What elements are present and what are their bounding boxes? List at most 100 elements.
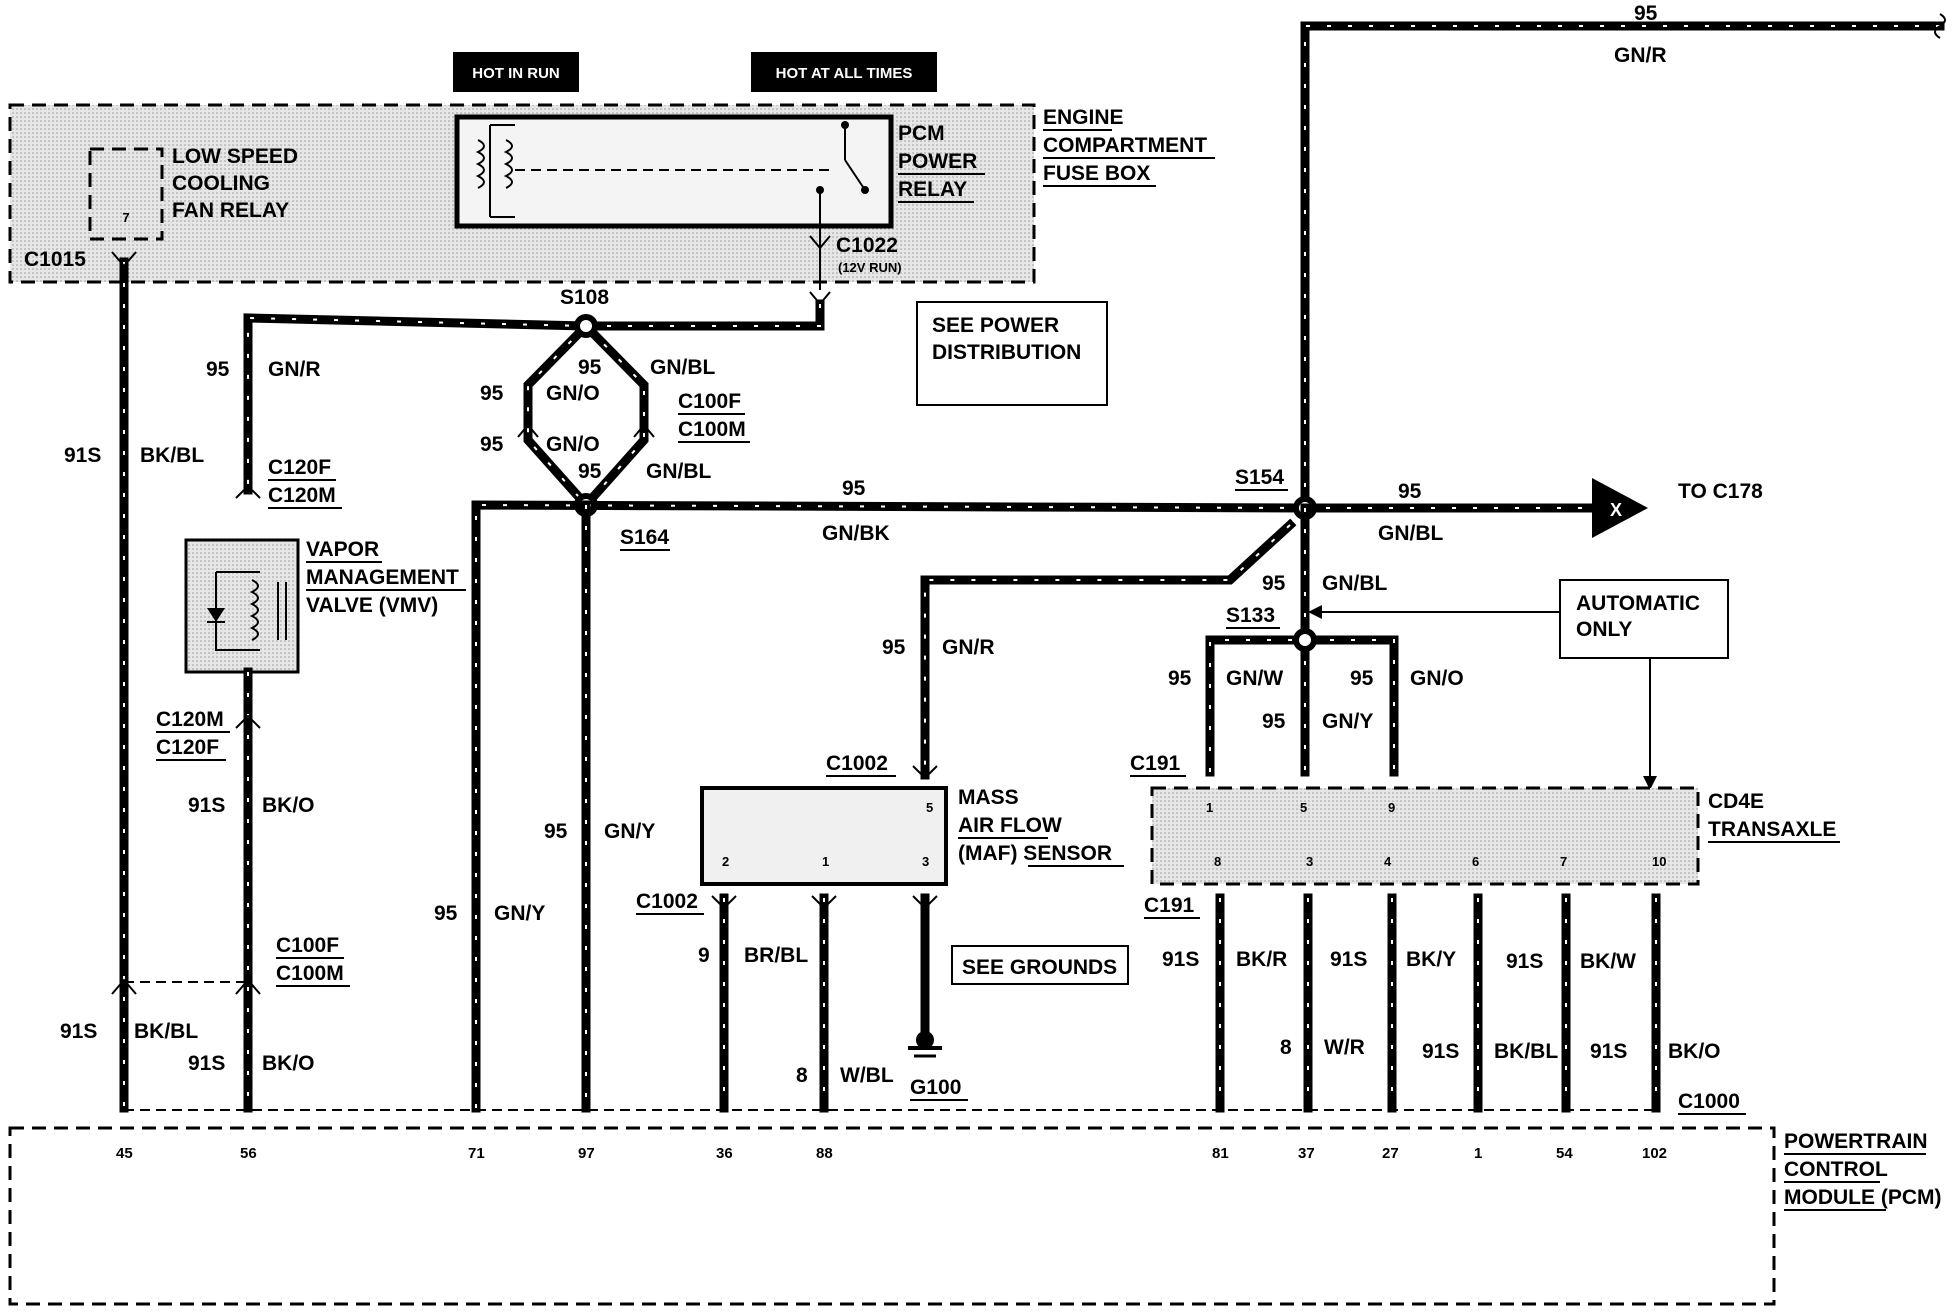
svg-text:AIR FLOW: AIR FLOW [958, 814, 1062, 837]
vmv-feed-labels: 95 GN/R C120F C120M [206, 358, 342, 509]
svg-text:9: 9 [698, 944, 710, 967]
svg-text:BK/W: BK/W [1580, 950, 1636, 973]
svg-text:S108: S108 [560, 286, 609, 309]
svg-text:GN/Y: GN/Y [604, 820, 655, 843]
svg-text:PCM: PCM [898, 122, 945, 145]
wire-gn-bk-bus: 95 GN/BK [471, 477, 1307, 1113]
wire-w-bl-88: 8 W/BL [796, 893, 894, 1113]
svg-text:POWERTRAIN: POWERTRAIN [1784, 1130, 1928, 1153]
svg-text:C1015: C1015 [24, 248, 86, 271]
svg-text:TO C178: TO C178 [1678, 480, 1763, 503]
svg-text:G100: G100 [910, 1076, 961, 1099]
svg-text:95: 95 [842, 477, 866, 500]
svg-text:1: 1 [822, 854, 829, 869]
svg-text:W/BL: W/BL [840, 1064, 894, 1087]
svg-text:95: 95 [1350, 667, 1374, 690]
svg-text:95: 95 [206, 358, 230, 381]
svg-text:C1002: C1002 [636, 890, 698, 913]
svg-text:91S: 91S [188, 1052, 225, 1075]
svg-text:C100M: C100M [276, 962, 344, 985]
svg-text:TRANSAXLE: TRANSAXLE [1708, 818, 1836, 841]
header-hot-at-all-times: HOT AT ALL TIMES [751, 52, 937, 92]
svg-text:4: 4 [1384, 854, 1392, 869]
svg-text:ONLY: ONLY [1576, 618, 1632, 641]
svg-text:BK/O: BK/O [262, 794, 315, 817]
svg-text:8: 8 [1214, 854, 1221, 869]
cd4e-transaxle: 1 5 9 8 3 4 6 7 10 CD4E TRANSAXLE C191 C… [1130, 752, 1840, 919]
svg-text:BK/Y: BK/Y [1406, 948, 1456, 971]
svg-text:C191: C191 [1144, 894, 1195, 917]
svg-text:(12V RUN): (12V RUN) [838, 260, 902, 275]
svg-text:8: 8 [796, 1064, 808, 1087]
wire-top-gn-r: 95 GN/R [1300, 2, 1946, 513]
svg-text:MODULE (PCM): MODULE (PCM) [1784, 1186, 1941, 1209]
svg-text:95: 95 [544, 820, 568, 843]
svg-text:BK/BL: BK/BL [1494, 1040, 1558, 1063]
svg-text:RELAY: RELAY [898, 178, 967, 201]
svg-text:CD4E: CD4E [1708, 790, 1764, 813]
svg-text:CONTROL: CONTROL [1784, 1158, 1888, 1181]
automatic-only-box: AUTOMATIC ONLY [1308, 579, 1729, 790]
svg-text:102: 102 [1642, 1145, 1667, 1162]
low-speed-cooling-fan-relay: 7 LOW SPEED COOLING FAN RELAY [88, 145, 298, 241]
svg-text:S154: S154 [1235, 466, 1284, 489]
pcm-power-relay: PCM POWER RELAY [454, 114, 985, 229]
svg-text:VALVE (VMV): VALVE (VMV) [306, 594, 438, 617]
svg-text:GN/BK: GN/BK [822, 522, 890, 545]
see-power-distribution-box: SEE POWER DISTRIBUTION [916, 301, 1108, 406]
svg-text:95: 95 [578, 356, 602, 379]
svg-text:C100F: C100F [678, 390, 741, 413]
svg-text:GN/R: GN/R [268, 358, 321, 381]
svg-text:AUTOMATIC: AUTOMATIC [1576, 592, 1700, 615]
svg-text:91S: 91S [1162, 948, 1199, 971]
svg-text:C120F: C120F [268, 456, 331, 479]
svg-text:7: 7 [122, 210, 129, 225]
svg-text:95: 95 [480, 433, 504, 456]
svg-text:1: 1 [1206, 800, 1213, 815]
svg-text:95: 95 [882, 636, 906, 659]
wire-bk-bl-45: 91S BK/BL 91S BK/BL [60, 251, 204, 1113]
svg-text:BK/O: BK/O [1668, 1040, 1721, 1063]
svg-text:91S: 91S [188, 794, 225, 817]
svg-text:C1002: C1002 [826, 752, 888, 775]
svg-text:91S: 91S [64, 444, 101, 467]
svg-text:S164: S164 [620, 526, 669, 549]
svg-text:95: 95 [1398, 480, 1422, 503]
svg-text:LOW SPEED: LOW SPEED [172, 145, 298, 168]
svg-text:5: 5 [1300, 800, 1307, 815]
svg-text:36: 36 [716, 1145, 733, 1162]
svg-text:FUSE BOX: FUSE BOX [1043, 162, 1150, 185]
svg-text:81: 81 [1212, 1145, 1229, 1162]
c1002-lower: C1002 [636, 890, 938, 915]
svg-text:91S: 91S [1590, 1040, 1627, 1063]
connector-c1022: C1022 (12V RUN) [809, 226, 902, 306]
svg-text:SEE POWER: SEE POWER [932, 314, 1059, 337]
svg-text:GN/O: GN/O [546, 382, 600, 405]
svg-text:27: 27 [1382, 1145, 1399, 1162]
svg-text:C191: C191 [1130, 752, 1181, 775]
svg-text:S133: S133 [1226, 604, 1275, 627]
svg-text:95: 95 [1634, 2, 1658, 25]
svg-text:BK/R: BK/R [1236, 948, 1287, 971]
svg-text:95: 95 [1168, 667, 1192, 690]
svg-text:GN/Y: GN/Y [494, 902, 545, 925]
svg-text:POWER: POWER [898, 150, 977, 173]
svg-text:91S: 91S [1422, 1040, 1459, 1063]
svg-text:6: 6 [1472, 854, 1479, 869]
svg-text:COMPARTMENT: COMPARTMENT [1043, 134, 1207, 157]
svg-text:C120M: C120M [156, 708, 224, 731]
svg-text:37: 37 [1298, 1145, 1315, 1162]
svg-text:45: 45 [116, 1145, 133, 1162]
svg-text:7: 7 [1560, 854, 1567, 869]
svg-text:GN/BL: GN/BL [646, 460, 712, 483]
svg-text:10: 10 [1652, 854, 1666, 869]
svg-text:FAN RELAY: FAN RELAY [172, 199, 289, 222]
svg-text:5: 5 [926, 800, 933, 815]
splice-s133: S133 95 GN/W 95 GN/O 95 GN/Y [1168, 604, 1464, 777]
svg-text:71: 71 [468, 1145, 485, 1162]
svg-text:BK/O: BK/O [262, 1052, 315, 1075]
svg-text:VAPOR: VAPOR [306, 538, 379, 561]
svg-text:8: 8 [1280, 1036, 1292, 1059]
